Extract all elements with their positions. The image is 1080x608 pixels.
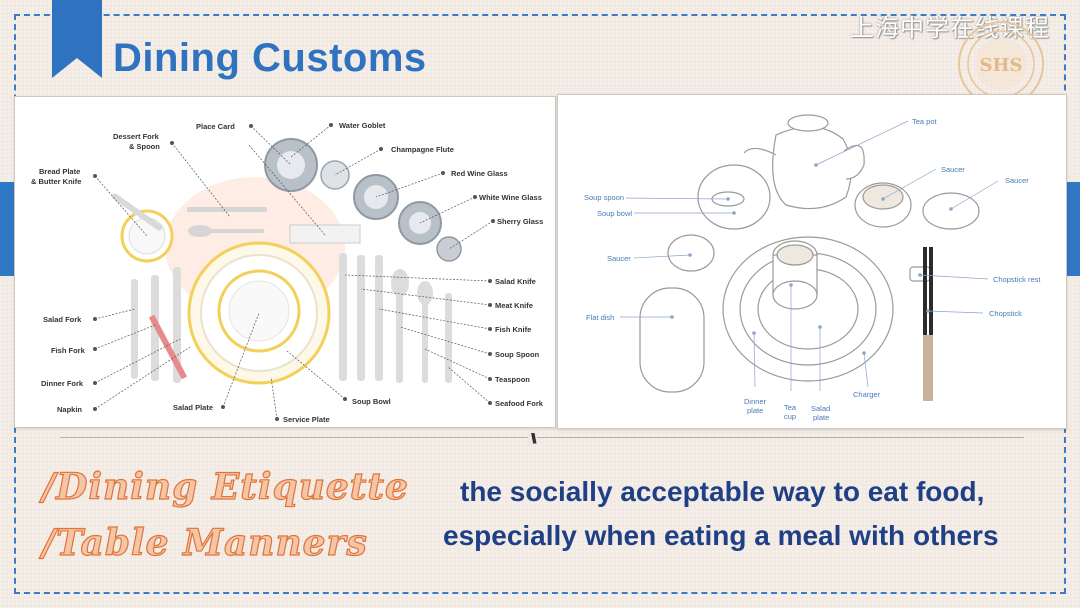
label-dinner-plate: Dinner — [744, 397, 767, 406]
label-salad-plate-cn-2: plate — [813, 413, 830, 422]
svg-text:SHS: SHS — [979, 55, 1022, 76]
label-saucer-3: Saucer — [607, 254, 631, 263]
left-side-tab — [0, 182, 14, 276]
label-dinner-fork: Dinner Fork — [41, 379, 84, 388]
section-divider — [60, 437, 1024, 438]
label-white-wine-glass: White Wine Glass — [479, 193, 542, 202]
label-teaspoon: Teaspoon — [495, 375, 530, 384]
definition-line-1: the socially acceptable way to eat food, — [460, 476, 985, 507]
label-salad-plate-cn: Salad — [811, 404, 831, 413]
chinese-setting-illustration — [620, 114, 999, 401]
label-service-plate: Service Plate — [283, 415, 330, 424]
label-butter-knife: & Butter Knife — [31, 177, 82, 186]
term-table-manners: /Table Manners — [41, 521, 368, 564]
right-side-tab — [1066, 182, 1080, 276]
label-chopstick: Chopstick — [989, 309, 1022, 318]
label-meat-knife: Meat Knife — [495, 301, 533, 310]
label-bread-plate: Bread Plate — [39, 167, 81, 176]
label-saucer-1: Saucer — [941, 165, 965, 174]
label-tea-cup: Tea — [784, 403, 797, 412]
label-soup-spoon-cn: Soup spoon — [584, 193, 625, 202]
label-water-goblet: Water Goblet — [339, 121, 386, 130]
label-napkin: Napkin — [57, 405, 83, 414]
label-charger: Charger — [853, 390, 881, 399]
label-salad-knife: Salad Knife — [495, 277, 536, 286]
label-fish-fork: Fish Fork — [51, 346, 85, 355]
triple-slash-icon: \\\ — [528, 430, 537, 446]
label-salad-plate: Salad Plate — [173, 403, 214, 412]
term-dining-etiquette: /Dining Etiquette — [41, 465, 409, 508]
label-dessert-spoon: & Spoon — [129, 142, 160, 151]
label-dinner-plate-2: plate — [747, 406, 764, 415]
label-champagne-flute: Champagne Flute — [391, 145, 454, 154]
school-name: 上海中学在线课程 — [850, 15, 1050, 42]
label-sherry-glass: Sherry Glass — [497, 217, 544, 226]
label-soup-bowl: Soup Bowl — [352, 397, 391, 406]
label-seafood-fork: Seafood Fork — [495, 399, 543, 408]
label-salad-fork: Salad Fork — [43, 315, 82, 324]
label-soup-spoon: Soup Spoon — [495, 350, 540, 359]
western-table-setting-panel: Place Card Water Goblet Dessert Fork & S… — [14, 96, 556, 428]
definition-line-2: especially when eating a meal with other… — [443, 520, 999, 551]
page-title: Dining Customs — [113, 36, 427, 80]
label-saucer-2: Saucer — [1005, 176, 1029, 185]
label-soup-bowl-cn: Soup bowl — [597, 209, 633, 218]
label-fish-knife: Fish Knife — [495, 325, 532, 334]
bookmark-ribbon-icon — [52, 0, 102, 78]
label-chopstick-rest: Chopstick rest — [993, 275, 1041, 284]
label-tea-pot: Tea pot — [912, 117, 937, 126]
label-dessert-fork: Dessert Fork — [113, 132, 159, 141]
label-tea-cup-2: cup — [784, 412, 797, 421]
label-place-card: Place Card — [196, 122, 235, 131]
western-setting-illustration — [93, 123, 495, 421]
chinese-table-setting-panel: Tea pot Saucer Saucer Soup spoon Soup bo… — [557, 94, 1067, 429]
label-red-wine-glass: Red Wine Glass — [451, 169, 508, 178]
label-flat-dish: Flat dish — [586, 313, 615, 322]
